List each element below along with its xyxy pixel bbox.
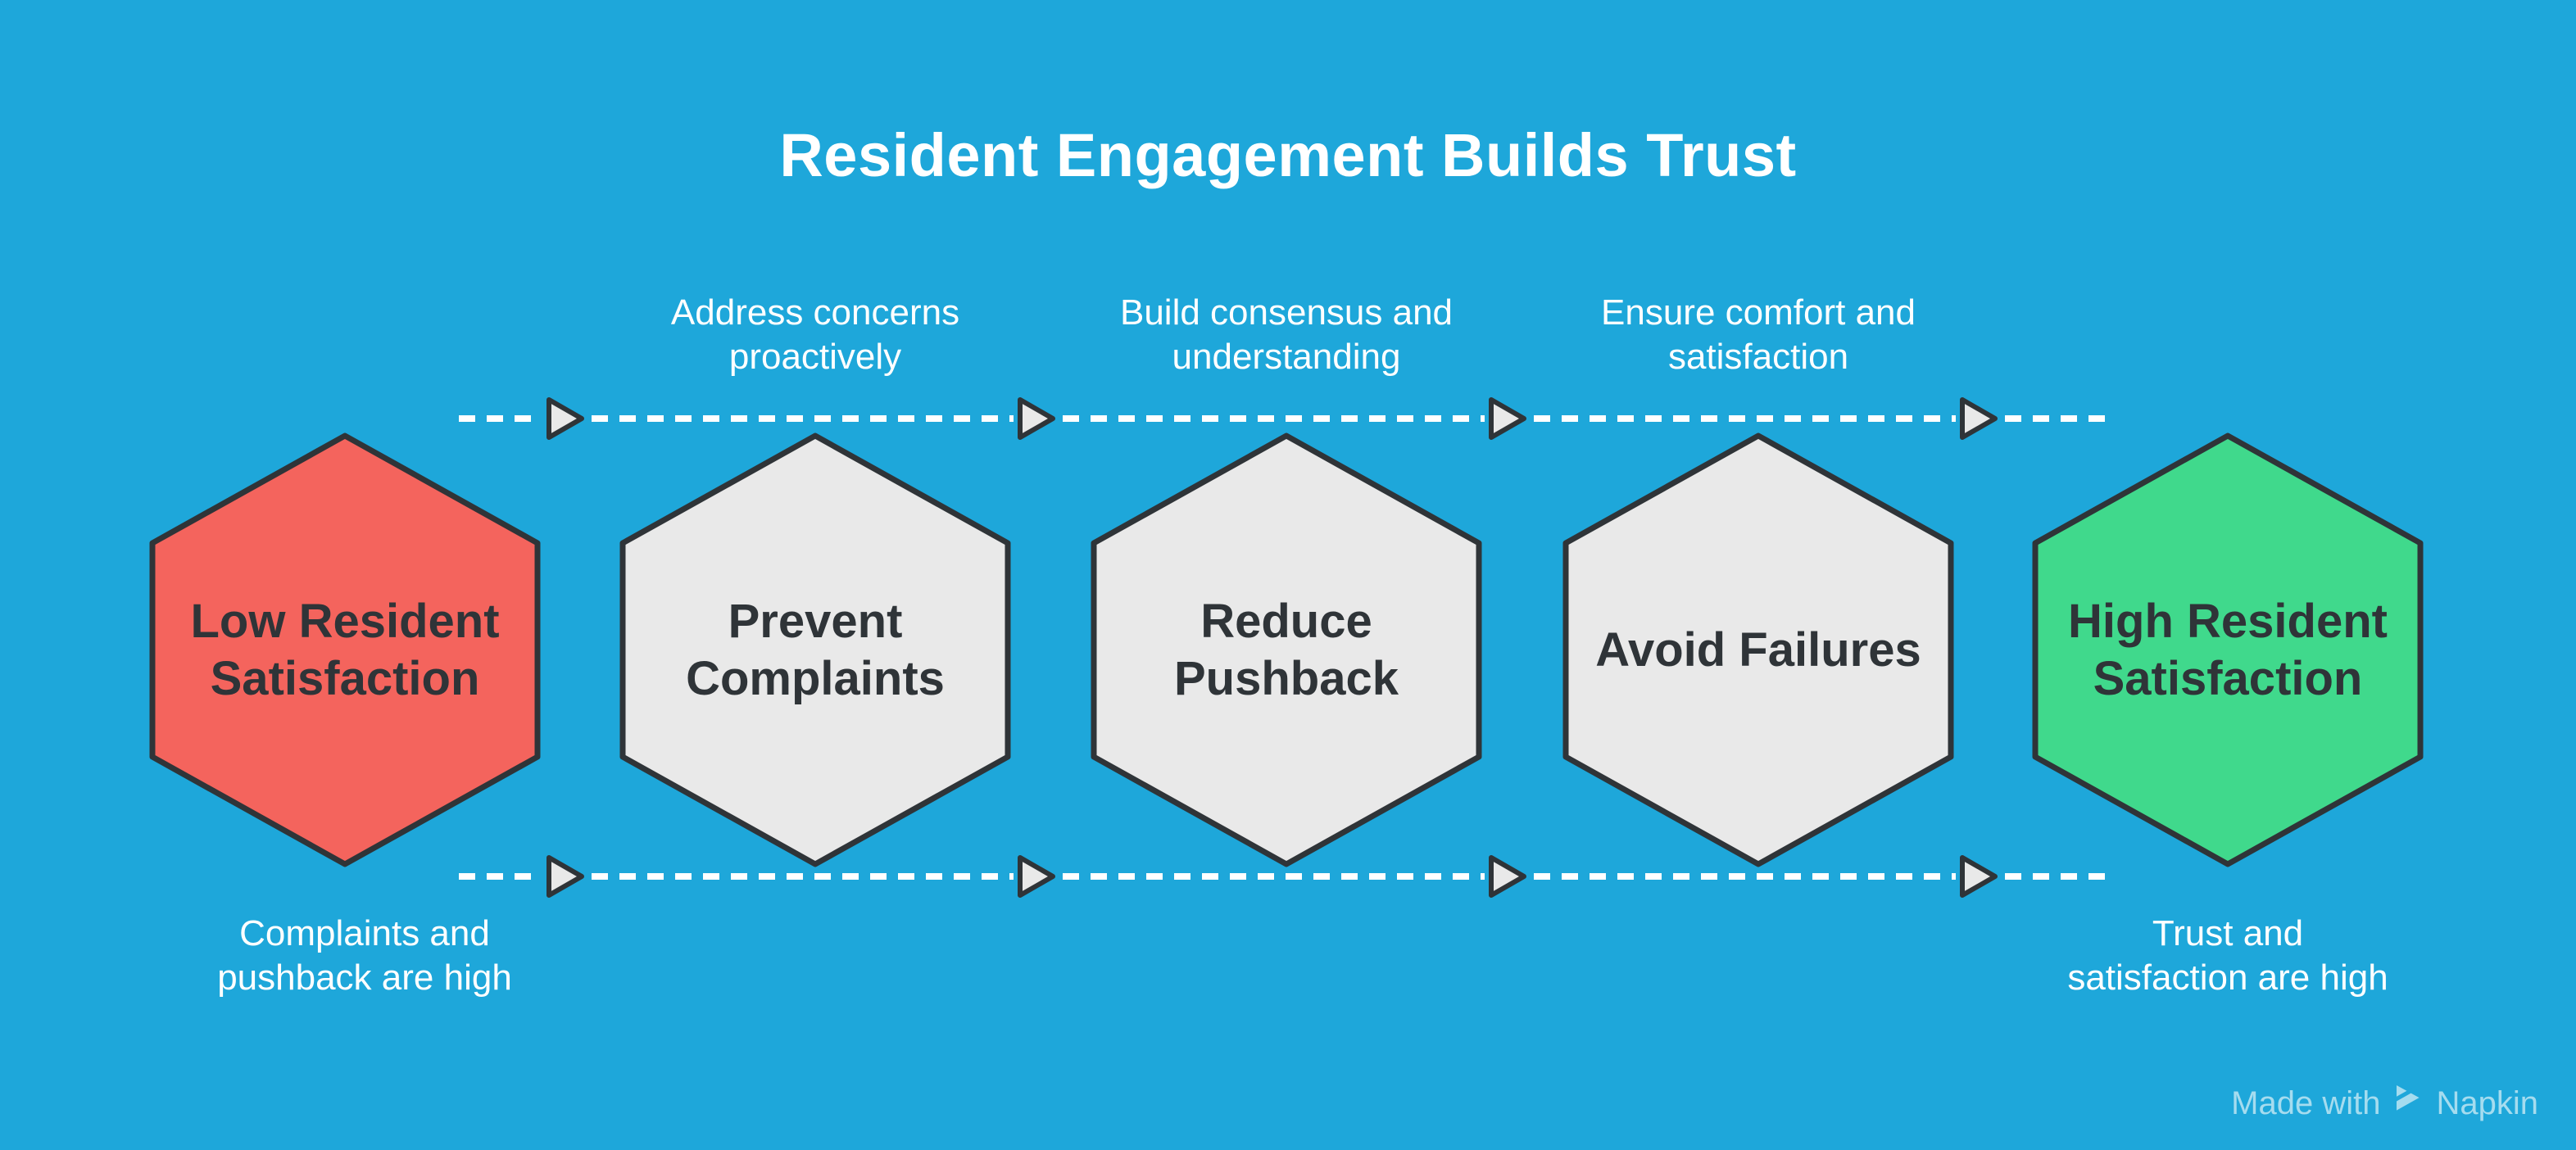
hexagon-label: Reduce Pushback <box>1174 594 1399 705</box>
hexagon-shape <box>1562 432 1954 867</box>
hexagon-label: Prevent Complaints <box>686 594 945 705</box>
hexagon-avoid-failures: Avoid Failures <box>1560 430 1957 870</box>
arrowhead-icon <box>1018 855 1055 898</box>
caption-build-consensus: Build consensus and understanding <box>1119 292 1454 377</box>
hexagon-label: Low Resident Satisfaction <box>190 594 500 705</box>
hexagon-shape <box>619 432 1011 867</box>
arrowhead-icon <box>546 855 584 898</box>
arrowhead-icon <box>1960 855 1998 898</box>
arrowhead-icon <box>1489 397 1526 440</box>
hexagon-prevent-complaints: Prevent Complaints <box>617 430 1014 870</box>
caption-address-concerns: Address concerns proactively <box>670 292 960 377</box>
caption-satisfaction-high: Trust and satisfaction are high <box>2067 913 2388 998</box>
hexagon-shape <box>149 432 541 867</box>
hexagon-shape <box>1091 432 1482 867</box>
hexagon-label: Avoid Failures <box>1595 623 1921 677</box>
watermark-made-with-text: Made with <box>2231 1084 2381 1121</box>
watermark-brand-text: Napkin <box>2436 1084 2538 1121</box>
diagram-title: Resident Engagement Builds Trust <box>779 121 1797 189</box>
arrowhead-icon <box>1018 397 1055 440</box>
caption-ensure-comfort: Ensure comfort and satisfaction <box>1601 292 1916 377</box>
napkin-logo-icon <box>2391 1083 2424 1123</box>
arrowhead-icon <box>1489 855 1526 898</box>
hexagon-label: High Resident Satisfaction <box>2068 594 2388 705</box>
napkin-watermark: Made with Napkin <box>2231 1083 2538 1123</box>
arrowhead-icon <box>1960 397 1998 440</box>
hexagon-high-resident-satisfaction: High Resident Satisfaction <box>2030 430 2426 870</box>
hexagon-shape <box>2032 432 2424 867</box>
hexagon-reduce-pushback: Reduce Pushback <box>1088 430 1485 870</box>
caption-complaints-high: Complaints and pushback are high <box>217 913 512 998</box>
arrowhead-icon <box>546 397 584 440</box>
hexagon-low-resident-satisfaction: Low Resident Satisfaction <box>147 430 543 870</box>
